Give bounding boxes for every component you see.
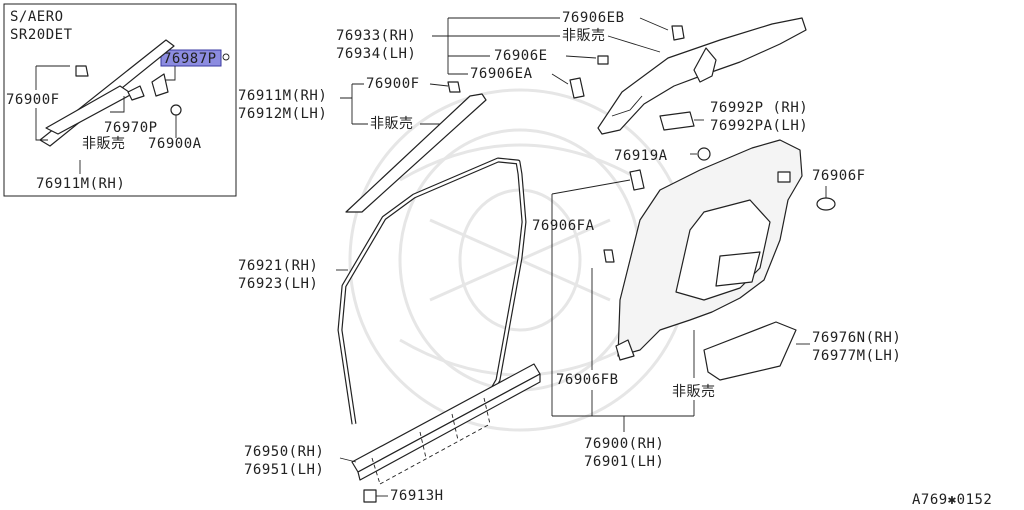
label-not-sold-c: 非販売 xyxy=(672,384,716,400)
label-76906F[interactable]: 76906F xyxy=(812,168,866,184)
label-76913H[interactable]: 76913H xyxy=(390,488,444,504)
inset-label-76987P[interactable]: 76987P xyxy=(163,51,217,67)
label-76992PA-LH[interactable]: 76992PA(LH) xyxy=(710,118,808,134)
label-76919A[interactable]: 76919A xyxy=(614,148,668,164)
inset-bracket-76970P xyxy=(127,85,145,101)
label-76951-LH[interactable]: 76951(LH) xyxy=(244,462,324,478)
label-76933-RH[interactable]: 76933(RH) xyxy=(336,28,416,44)
screw-76919A xyxy=(697,147,711,161)
label-76900-RH[interactable]: 76900(RH) xyxy=(584,436,664,452)
label-76976N-RH[interactable]: 76976N(RH) xyxy=(812,330,901,346)
clip-76992P xyxy=(659,111,695,131)
clip-76900F xyxy=(447,81,461,93)
clip-76906F xyxy=(816,197,836,211)
inset-label-76970P[interactable]: 76970P xyxy=(104,120,158,136)
label-76906EB[interactable]: 76906EB xyxy=(562,10,625,26)
inset-screw-76900A xyxy=(170,104,182,116)
clip-76913H xyxy=(363,489,377,503)
label-76992P-RH[interactable]: 76992P (RH) xyxy=(710,100,808,116)
highlight-box xyxy=(160,49,222,67)
inset-clip-76987P xyxy=(151,73,169,97)
label-76911M-RH[interactable]: 76911M(RH) xyxy=(238,88,327,104)
label-76906E[interactable]: 76906E xyxy=(494,48,548,64)
label-76912M-LH[interactable]: 76912M(LH) xyxy=(238,106,327,122)
inset-label-not-sold: 非販売 xyxy=(82,136,126,152)
inset-label-76900F[interactable]: 76900F xyxy=(6,92,60,108)
label-76901-LH[interactable]: 76901(LH) xyxy=(584,454,664,470)
sill-plate-76950 xyxy=(351,363,541,485)
label-76921-RH[interactable]: 76921(RH) xyxy=(238,258,318,274)
trim-piece-76976N xyxy=(703,321,797,381)
label-76906FB[interactable]: 76906FB xyxy=(556,372,619,388)
label-76923-LH[interactable]: 76923(LH) xyxy=(238,276,318,292)
quarter-trim-76900 xyxy=(615,139,803,361)
label-not-sold-a: 非販売 xyxy=(562,28,606,44)
inset-title-line1: S/AERO xyxy=(10,9,64,25)
inset-title-line2: SR20DET xyxy=(10,27,73,43)
inset-label-76911M-RH[interactable]: 76911M(RH) xyxy=(36,176,125,192)
figure-code: A769✱0152 xyxy=(912,492,992,508)
label-76906EA[interactable]: 76906EA xyxy=(470,66,533,82)
label-76934-LH[interactable]: 76934(LH) xyxy=(336,46,416,62)
inset-panel: S/AERO SR20DET 76987P 76900F 76970P 7690… xyxy=(3,3,237,197)
label-76906FA[interactable]: 76906FA xyxy=(532,218,595,234)
label-76950-RH[interactable]: 76950(RH) xyxy=(244,444,324,460)
label-76900F[interactable]: 76900F xyxy=(366,76,420,92)
label-76977M-LH[interactable]: 76977M(LH) xyxy=(812,348,901,364)
inset-clip-76900F xyxy=(75,65,89,77)
clip-76906EA xyxy=(569,77,585,99)
inset-label-76900A[interactable]: 76900A xyxy=(148,136,202,152)
pillar-strip-76911M xyxy=(345,93,487,213)
clip-76906E xyxy=(597,55,609,65)
clip-76906FA xyxy=(629,169,645,191)
upper-quarter-trim xyxy=(569,17,807,135)
label-not-sold-b: 非販売 xyxy=(370,116,414,132)
clip-76906EB xyxy=(671,25,685,41)
clip-76906FB xyxy=(603,249,615,263)
